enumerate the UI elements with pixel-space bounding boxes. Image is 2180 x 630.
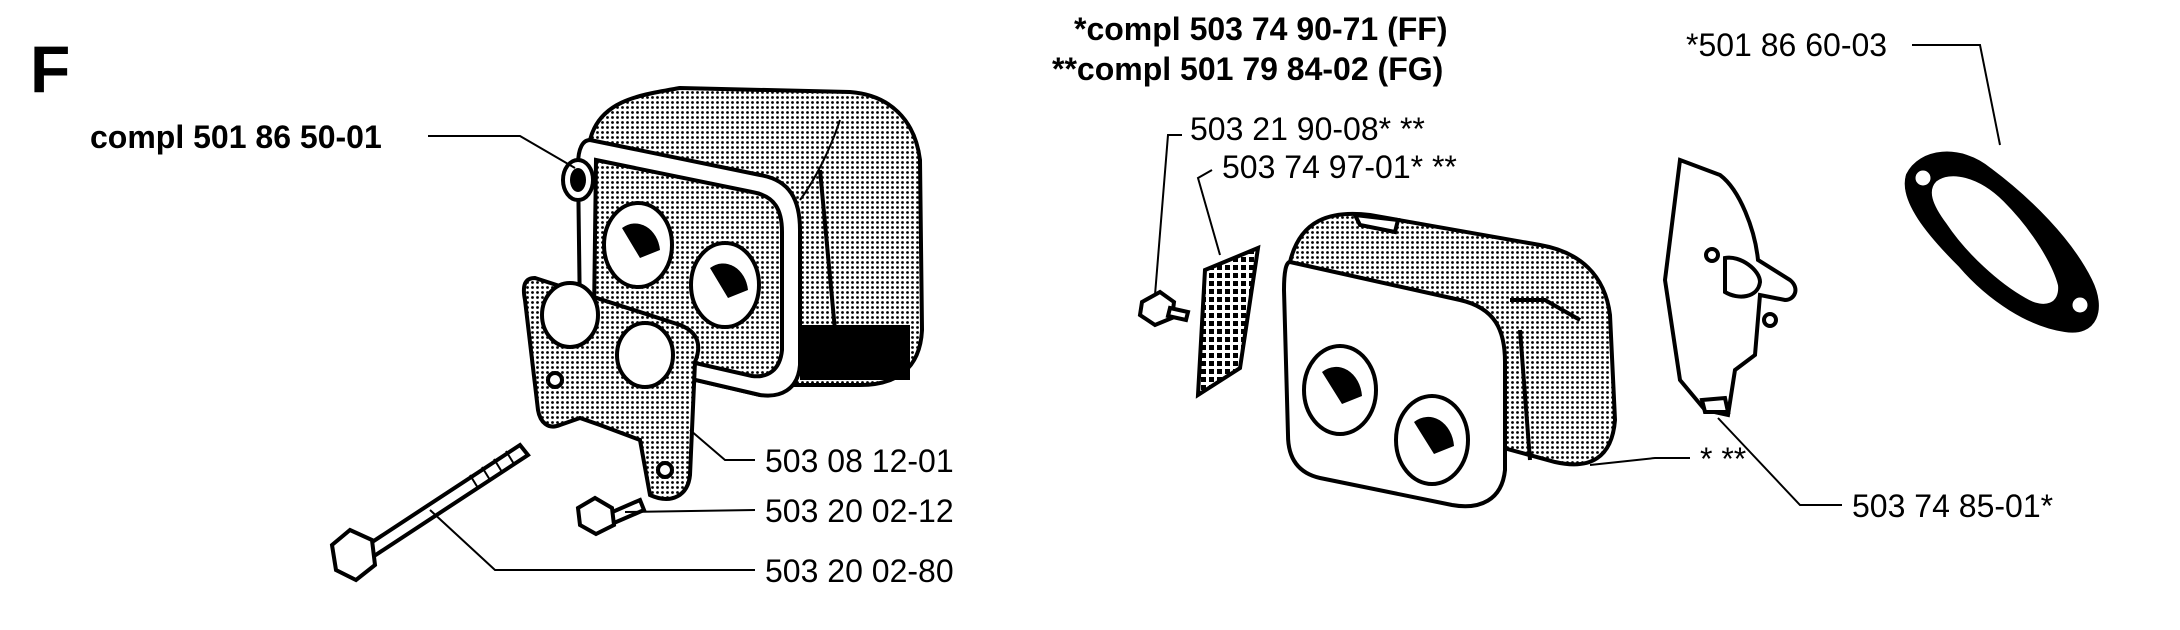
left-long-bolt <box>329 442 531 583</box>
section-letter: F <box>30 32 70 106</box>
kit-ff-heading: *compl 503 74 90-71 (FF) <box>1074 11 1447 47</box>
leader-right-screen <box>1196 169 1221 256</box>
left-muffler-assembly <box>329 85 925 583</box>
leader-left-muffler <box>428 135 576 169</box>
leader-right-screw <box>1154 134 1182 296</box>
right-muffler <box>1281 211 1618 509</box>
right-spark-screen <box>1195 244 1261 399</box>
label-left-muffler: compl 501 86 50-01 <box>90 119 382 155</box>
leader-right-gasket <box>1912 44 2001 146</box>
leader-right-plate <box>1717 417 1842 506</box>
label-right-plate: 503 74 85-01* <box>1852 488 2053 524</box>
kit-fg-heading: **compl 501 79 84-02 (FG) <box>1052 51 1443 87</box>
left-gasket <box>521 275 701 501</box>
right-gasket <box>1904 151 2099 333</box>
right-plate <box>1662 157 1798 418</box>
label-right-muffler: * ** <box>1700 441 1746 477</box>
label-right-gasket: *501 86 60-03 <box>1686 27 1887 63</box>
label-left-screw: 503 20 02-12 <box>765 493 954 529</box>
label-left-bolt: 503 20 02-80 <box>765 553 954 589</box>
label-left-gasket: 503 08 12-01 <box>765 443 954 479</box>
leader-left-gasket <box>689 429 755 461</box>
left-muffler <box>561 85 925 398</box>
leader-left-screw <box>624 509 756 513</box>
left-screw <box>575 495 647 537</box>
leader-left-bolt <box>429 509 755 571</box>
label-right-screw: 503 21 90-08* ** <box>1190 111 1425 147</box>
leader-right-muffler <box>1589 457 1690 466</box>
right-screw <box>1137 289 1191 328</box>
label-right-screen: 503 74 97-01* ** <box>1222 149 1457 185</box>
